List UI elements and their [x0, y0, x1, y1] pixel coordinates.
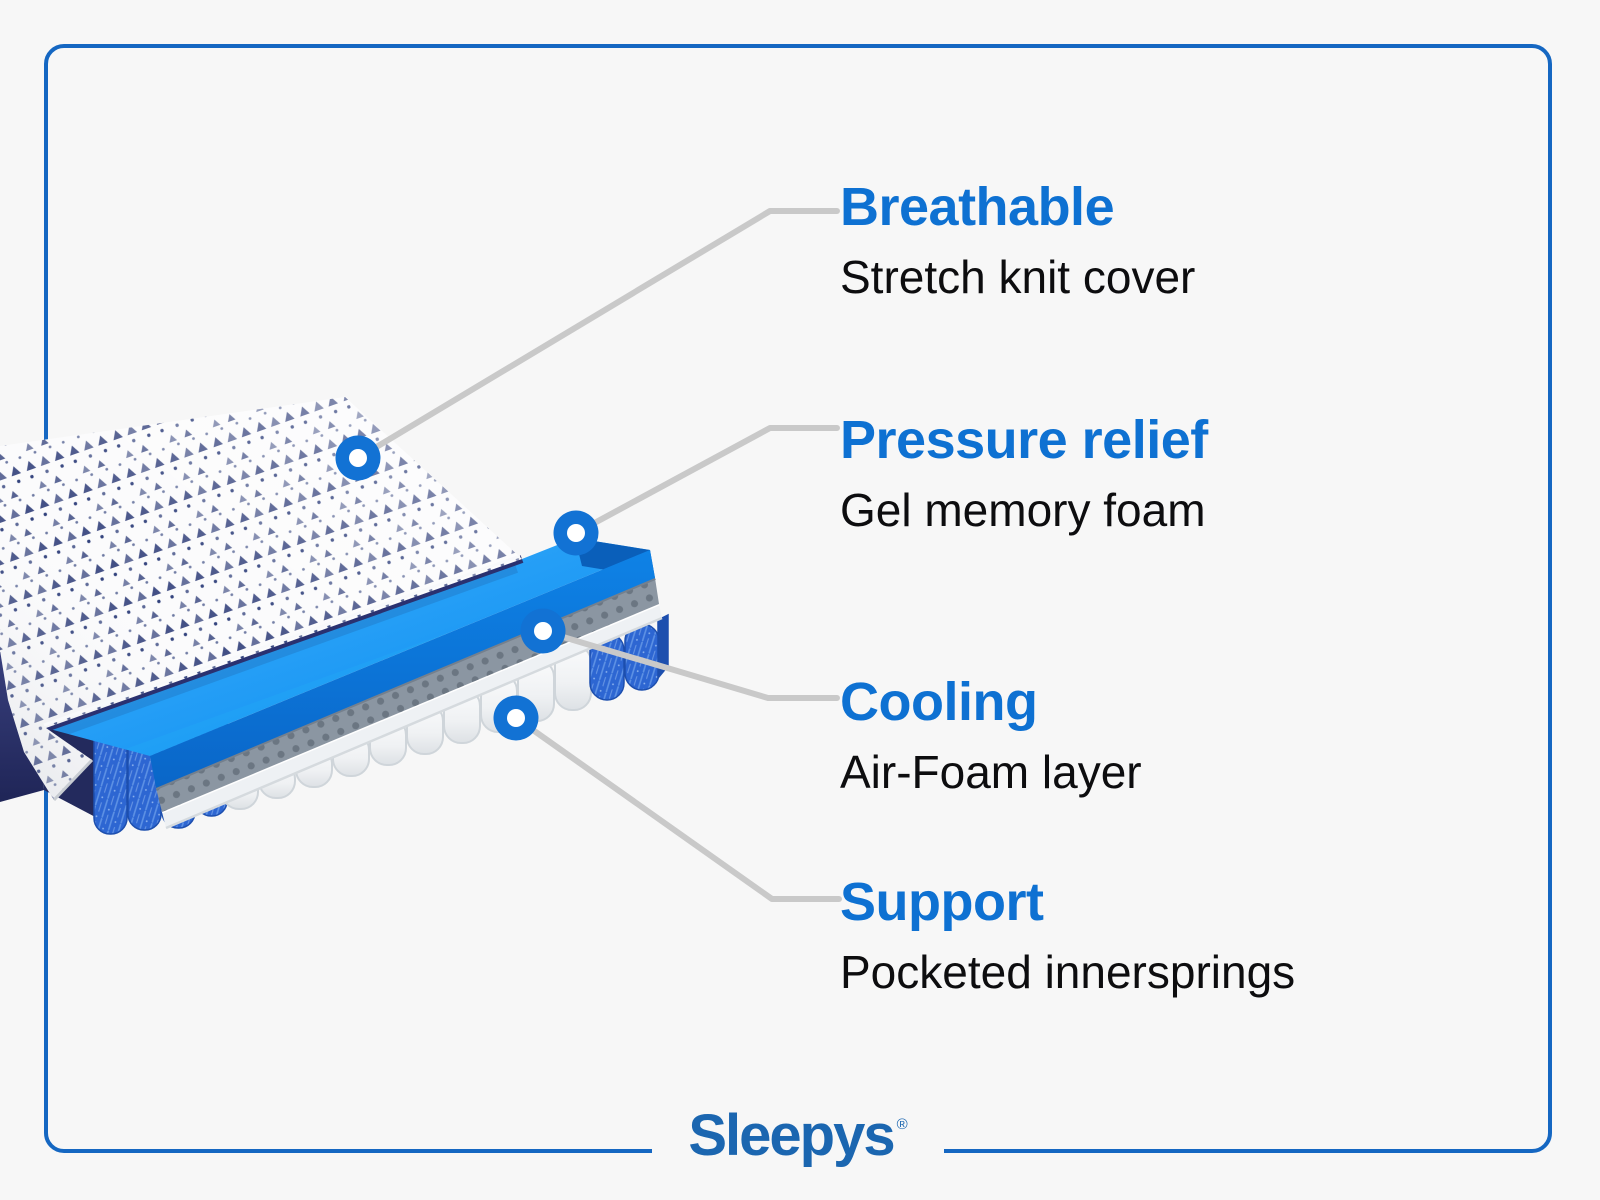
- callout-subtitle-breathable: Stretch knit cover: [840, 251, 1196, 303]
- callout-marker-hole-breathable: [349, 449, 367, 467]
- callout-marker-hole-pressure-relief: [567, 524, 585, 542]
- registered-trademark-icon: ®: [896, 1116, 908, 1133]
- brand-logo-text: Sleepys: [688, 1103, 895, 1168]
- callout-line-support: [513, 715, 842, 902]
- callout-title-cooling: Cooling: [840, 672, 1038, 732]
- callout-marker-hole-support: [507, 709, 525, 727]
- layer-knit-cover: [0, 397, 524, 802]
- logo-plate: [652, 1138, 944, 1178]
- layer-gel-foam-blue: [46, 538, 655, 788]
- brand-logo: Sleepys®: [652, 1102, 944, 1169]
- callout-subtitle-pressure-relief: Gel memory foam: [840, 484, 1206, 536]
- callout-line-pressure-relief: [573, 425, 840, 536]
- callout-marker-hole-cooling: [534, 622, 552, 640]
- callout-line-breathable: [355, 208, 840, 461]
- callout-layer: [335, 208, 842, 902]
- callout-subtitle-cooling: Air-Foam layer: [840, 746, 1142, 798]
- callout-title-breathable: Breathable: [840, 177, 1115, 237]
- callout-line-cooling: [540, 628, 840, 701]
- callout-title-pressure-relief: Pressure relief: [840, 410, 1208, 470]
- callout-title-support: Support: [840, 872, 1044, 932]
- callout-subtitle-support: Pocketed innersprings: [840, 946, 1296, 998]
